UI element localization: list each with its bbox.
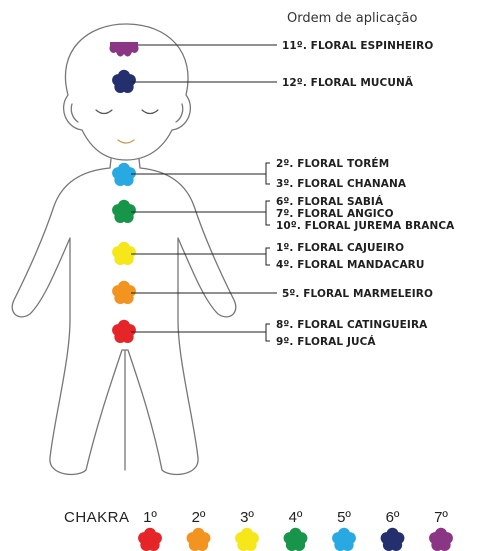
- sacral-flower-icon: [112, 281, 136, 304]
- label-angico: 7º. FLORAL ANGICO: [276, 208, 394, 220]
- label-mandacaru: 4º. FLORAL MANDACARU: [276, 259, 425, 271]
- label-espinheiro: 11º. FLORAL ESPINHEIRO: [282, 40, 433, 52]
- label-catingueira: 8º. FLORAL CATINGUEIRA: [276, 319, 428, 331]
- legend-flower-icon: [332, 528, 356, 551]
- leader-root: [131, 324, 270, 341]
- floral-labels: 11º. FLORAL ESPINHEIRO 12º. FLORAL MUCUN…: [276, 40, 455, 348]
- legend-flower-icon: [381, 528, 405, 551]
- label-mucuna: 12º. FLORAL MUCUNÃ: [282, 76, 414, 89]
- legend-flower-icon: [138, 528, 162, 551]
- legend-number: 4º: [289, 509, 303, 526]
- legend-item: 6º: [381, 509, 405, 551]
- legend-flower-icon: [429, 528, 453, 551]
- legend-number: 2º: [192, 509, 206, 526]
- solar-plexus-flower-icon: [112, 242, 136, 265]
- legend-label: CHAKRA: [64, 509, 130, 526]
- root-marker: [112, 320, 136, 343]
- solar-plexus-marker: [112, 242, 136, 265]
- legend-number: 3º: [240, 509, 254, 526]
- figure-face: [96, 110, 158, 143]
- legend-flower-icon: [235, 528, 259, 551]
- legend-item: 2º: [187, 509, 211, 551]
- third-eye-flower-icon: [112, 70, 136, 93]
- legend-flower-icon: [187, 528, 211, 551]
- root-flower-icon: [112, 320, 136, 343]
- label-juca: 9º. FLORAL JUCÁ: [276, 335, 376, 348]
- label-torem: 2º. FLORAL TORÉM: [276, 157, 389, 170]
- legend-item: 3º: [235, 509, 259, 551]
- chakra-legend: CHAKRA 1º 2º 3º 4º 5º 6º 7º: [64, 509, 453, 551]
- leader-heart: [131, 201, 270, 225]
- leader-lines: [131, 45, 277, 341]
- leader-solar-plexus: [131, 248, 270, 265]
- legend-item: 5º: [332, 509, 356, 551]
- crown-petals-icon: [109, 42, 138, 56]
- legend-items: 1º 2º 3º 4º 5º 6º 7º: [138, 509, 453, 551]
- heart-marker: [112, 200, 136, 223]
- legend-flower-icon: [284, 528, 308, 551]
- label-cajueiro: 1º. FLORAL CAJUEIRO: [276, 242, 404, 254]
- label-sabia: 6º. FLORAL SABIÁ: [276, 195, 384, 208]
- crown-marker: [109, 42, 138, 56]
- label-marmeleiro: 5º. FLORAL MARMELEIRO: [282, 288, 433, 300]
- legend-item: 4º: [284, 509, 308, 551]
- third-eye-marker: [112, 70, 136, 93]
- chakra-markers: [109, 42, 138, 343]
- legend-number: 5º: [337, 509, 351, 526]
- label-chanana: 3º. FLORAL CHANANA: [276, 178, 407, 190]
- sacral-marker: [112, 281, 136, 304]
- heart-flower-icon: [112, 200, 136, 223]
- legend-item: 1º: [138, 509, 162, 551]
- leader-throat: [131, 163, 270, 184]
- label-jurema-branca: 10º. FLORAL JUREMA BRANCA: [276, 220, 455, 232]
- legend-number: 7º: [434, 509, 448, 526]
- right-closed-eye: [142, 110, 158, 114]
- left-closed-eye: [96, 110, 112, 114]
- smile: [118, 140, 134, 143]
- legend-number: 6º: [386, 509, 400, 526]
- legend-item: 7º: [429, 509, 453, 551]
- diagram-title: Ordem de aplicação: [287, 11, 417, 26]
- legend-number: 1º: [143, 509, 157, 526]
